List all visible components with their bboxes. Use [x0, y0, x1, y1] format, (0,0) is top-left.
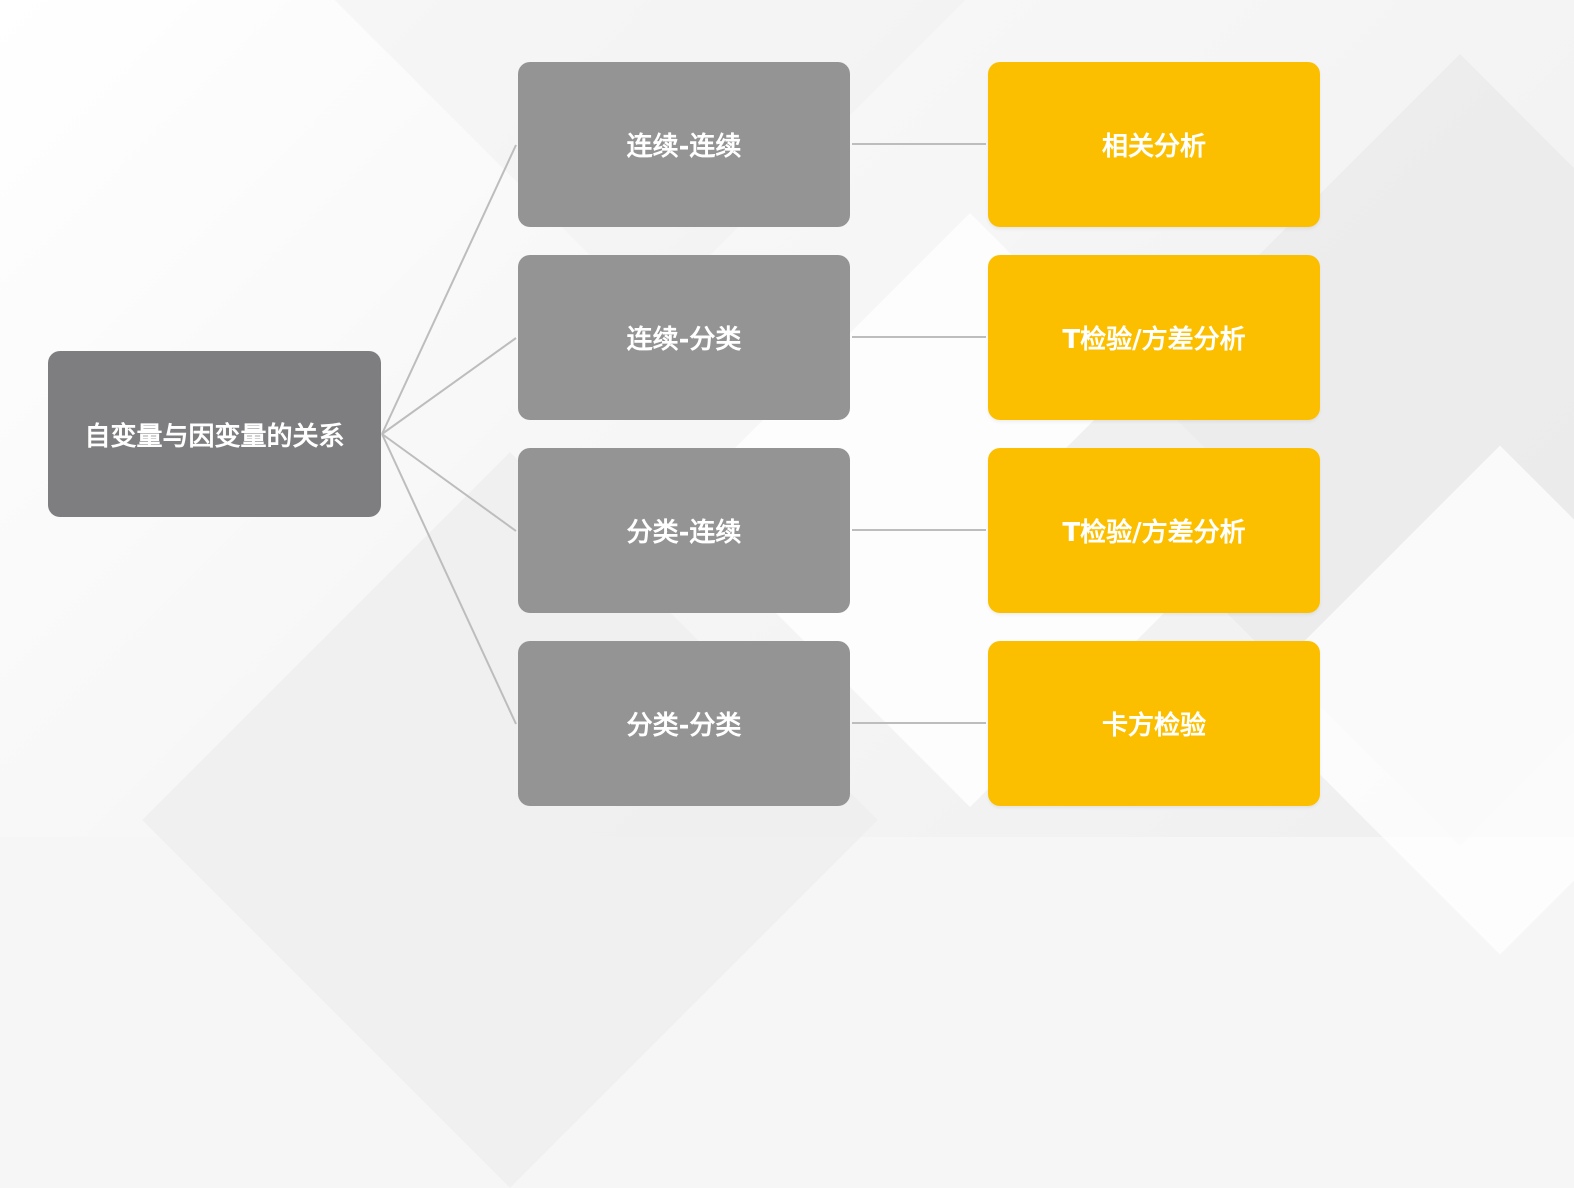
- connector-root-to-type-2: [381, 433, 517, 532]
- connector-lines: [381, 143, 986, 725]
- root-node-label: 自变量与因变量的关系: [84, 421, 345, 452]
- method-node-label: T检验/方差分析: [1062, 325, 1246, 355]
- type-node-categorical-categorical: 分类-分类: [518, 641, 850, 806]
- method-node-t-test-anova: T检验/方差分析: [988, 448, 1320, 613]
- connector-root-to-type-0: [381, 144, 517, 435]
- type-node-categorical-continuous: 分类-连续: [518, 448, 850, 613]
- type-node-label: 分类-连续: [626, 518, 742, 548]
- type-node-continuous-categorical: 连续-分类: [518, 255, 850, 420]
- type-node-label: 连续-分类: [626, 325, 742, 355]
- type-node-continuous-continuous: 连续-连续: [518, 62, 850, 227]
- connector-root-to-type-1: [381, 337, 517, 435]
- method-node-label: 相关分析: [1101, 132, 1206, 162]
- type-node-label: 分类-分类: [626, 711, 742, 741]
- method-node-t-test-anova: T检验/方差分析: [988, 255, 1320, 420]
- connector-root-to-type-3: [381, 433, 517, 725]
- type-node-label: 连续-连续: [626, 132, 742, 162]
- method-node-correlation-analysis: 相关分析: [988, 62, 1320, 227]
- root-node: 自变量与因变量的关系: [48, 351, 381, 517]
- method-node-label: T检验/方差分析: [1062, 518, 1246, 548]
- method-node-chi-square-test: 卡方检验: [988, 641, 1320, 806]
- method-node-label: 卡方检验: [1101, 711, 1206, 741]
